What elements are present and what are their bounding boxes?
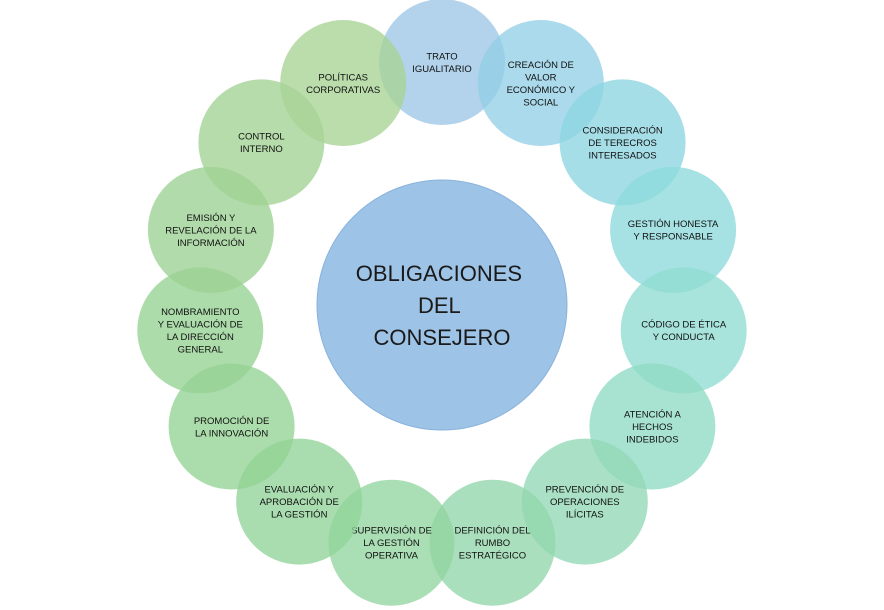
obligation-node-label-line: EVALUACIÓN Y bbox=[265, 485, 335, 496]
obligation-node-label-line: OPERATIVA bbox=[365, 551, 419, 562]
obligation-node: GESTIÓN HONESTA Y RESPONSABLE bbox=[610, 166, 737, 293]
obligation-node-circle bbox=[137, 267, 264, 394]
obligation-node-label-line: INFORMACIÓN bbox=[177, 238, 245, 249]
obligation-node-label-line: POLÍTICAS bbox=[318, 72, 368, 83]
obligation-node-circle bbox=[168, 363, 295, 490]
obligation-node-label: GESTIÓN HONESTA Y RESPONSABLE bbox=[628, 219, 719, 243]
obligation-node-label-line: ESTRATÉGICO bbox=[459, 551, 526, 562]
obligation-node-label-line: IGUALITARIO bbox=[412, 64, 471, 75]
obligation-node: POLÍTICAS CORPORATIVAS bbox=[280, 20, 407, 146]
obligation-node-label-line: DEFINICIÓN DEL bbox=[454, 526, 530, 537]
obligation-node-label-line: CREACIÓN DE bbox=[508, 60, 574, 71]
obligation-node-label: POLÍTICAS CORPORATIVAS bbox=[306, 72, 380, 96]
obligation-node-label-line: HECHOS bbox=[632, 422, 673, 433]
obligation-node-label-line: GESTIÓN HONESTA bbox=[628, 219, 719, 230]
obligation-node-label-line: NOMBRAMIENTO bbox=[161, 307, 239, 318]
obligation-node-circle bbox=[280, 20, 407, 146]
obligation-node-label-line: Y CONDUCTA bbox=[653, 332, 716, 343]
center-title: OBLIGACIONES DEL CONSEJERO bbox=[356, 261, 528, 350]
obligation-node-label-line: LA INNOVACIÓN bbox=[195, 428, 268, 439]
obligation-node-label-line: CONSIDERACIÓN bbox=[582, 125, 662, 136]
center-circle bbox=[316, 179, 568, 431]
obligation-node-label-line: EMISIÓN Y bbox=[186, 213, 236, 224]
center-title-line: OBLIGACIONES bbox=[356, 261, 522, 286]
obligation-node-circle bbox=[429, 479, 556, 606]
obligation-node-circle bbox=[610, 166, 737, 293]
obligation-node-label-line: OPERACIONES bbox=[550, 497, 620, 508]
center-node: OBLIGACIONES DEL CONSEJERO bbox=[316, 179, 568, 431]
obligation-node-label-line: SOCIAL bbox=[523, 97, 558, 108]
center-title-line: CONSEJERO bbox=[374, 325, 511, 350]
obligation-node-circle bbox=[620, 267, 747, 394]
obligation-node-label-line: SUPERVISIÓN DE bbox=[351, 526, 432, 537]
obligation-node-label-line: LA DIRECCIÓN bbox=[167, 332, 234, 343]
obligation-node-label-line: PROMOCIÓN DE bbox=[194, 416, 269, 427]
obligation-node-label-line: Y RESPONSABLE bbox=[633, 232, 713, 243]
obligation-node-label-line: RUMBO bbox=[475, 538, 510, 549]
obligation-node-label-line: CONTROL bbox=[238, 132, 284, 143]
obligation-node-label-line: INTERESADOS bbox=[589, 150, 657, 161]
obligation-node-label-line: INTERNO bbox=[240, 144, 283, 155]
obligation-node-circle bbox=[379, 0, 505, 125]
center-title-line: DEL bbox=[418, 293, 461, 318]
obligation-node-label-line: INDEBIDOS bbox=[626, 435, 678, 446]
obligation-node-label: TRATO IGUALITARIO bbox=[412, 51, 471, 75]
obligation-node-label-line: LA GESTIÓN bbox=[363, 538, 420, 549]
obligation-node-label-line: VALOR bbox=[525, 72, 557, 83]
obligation-node-label-line: GENERAL bbox=[178, 345, 223, 356]
obligation-node-label-line: REVELACIÓN DE LA bbox=[165, 225, 257, 236]
obligation-node-label-line: LA GESTIÓN bbox=[271, 510, 328, 521]
obligation-node-label-line: ECONÓMICO Y bbox=[507, 85, 576, 96]
obligation-node-label-line: CORPORATIVAS bbox=[306, 85, 380, 96]
obligation-node-label-line: CÓDIGO DE ÉTICA bbox=[641, 320, 727, 331]
obligation-node-label-line: ATENCIÓN A bbox=[624, 410, 681, 421]
obligation-node-label-line: TRATO bbox=[426, 51, 457, 62]
obligation-node-label-line: PREVENCIÓN DE bbox=[545, 485, 624, 496]
obligation-node: TRATO IGUALITARIO bbox=[379, 0, 505, 125]
obligation-node-label-line: DE TERECROS bbox=[588, 138, 656, 149]
obligation-node-label-line: APROBACIÓN DE bbox=[260, 497, 339, 508]
obligation-node-label-line: Y EVALUACIÓN DE bbox=[158, 320, 243, 331]
obligation-node-label-line: ILÍCITAS bbox=[566, 510, 604, 521]
